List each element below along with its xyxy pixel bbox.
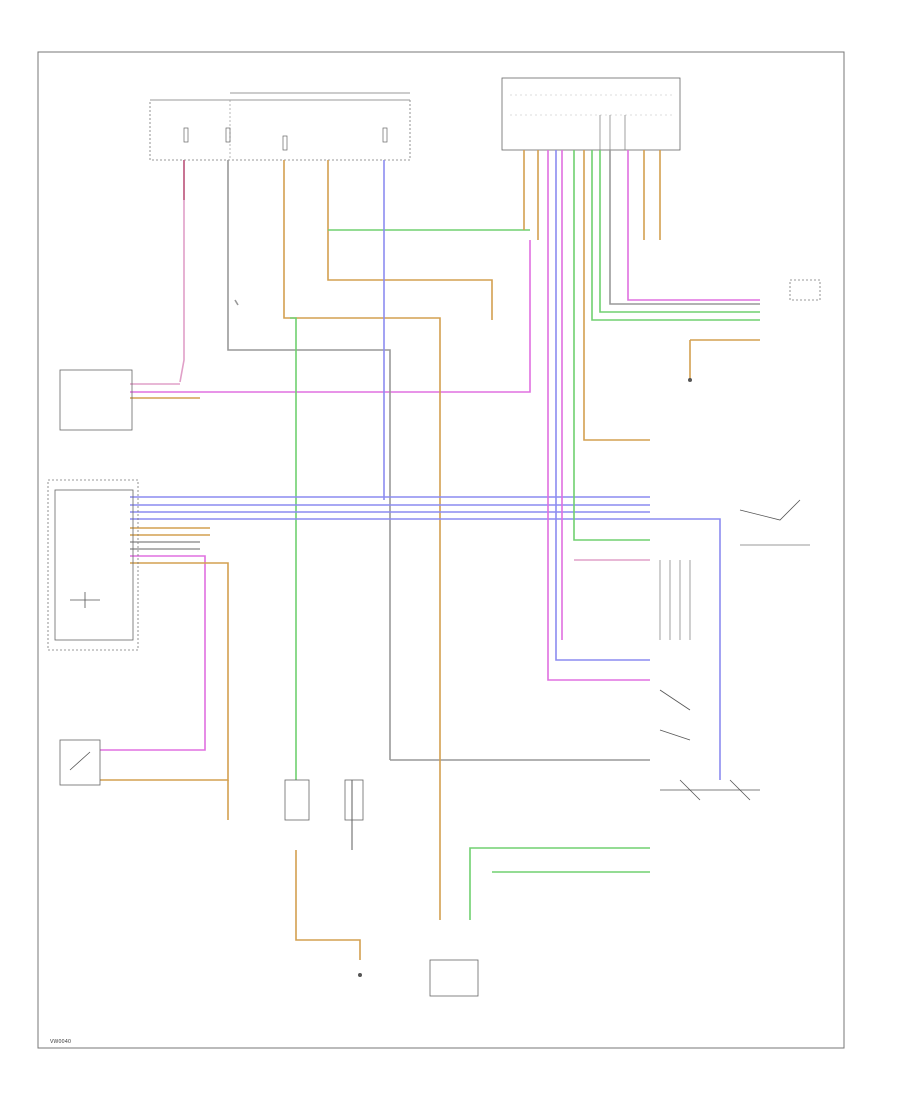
rear-lamp <box>789 279 821 301</box>
main-switch <box>739 499 810 546</box>
fuse-box <box>149 92 411 161</box>
page-id: VW0040 <box>50 1039 71 1045</box>
right-headlamp <box>344 779 364 821</box>
fuse-3 <box>282 135 288 151</box>
left-headlamp <box>284 779 310 821</box>
fuse-4 <box>382 127 388 143</box>
mid-switch <box>659 560 691 640</box>
diagram-frame <box>37 51 845 1049</box>
bottom-connector <box>429 959 479 997</box>
control-module <box>501 77 681 151</box>
wires <box>100 150 760 960</box>
ground-point <box>358 973 362 977</box>
level-sensor <box>59 739 101 786</box>
lower-switch <box>659 689 760 801</box>
fuse-2 <box>225 127 231 143</box>
right-ground <box>688 378 692 382</box>
fuse-1 <box>183 127 189 143</box>
headlamp-sensor <box>59 369 133 431</box>
instrument-cluster <box>47 479 139 651</box>
